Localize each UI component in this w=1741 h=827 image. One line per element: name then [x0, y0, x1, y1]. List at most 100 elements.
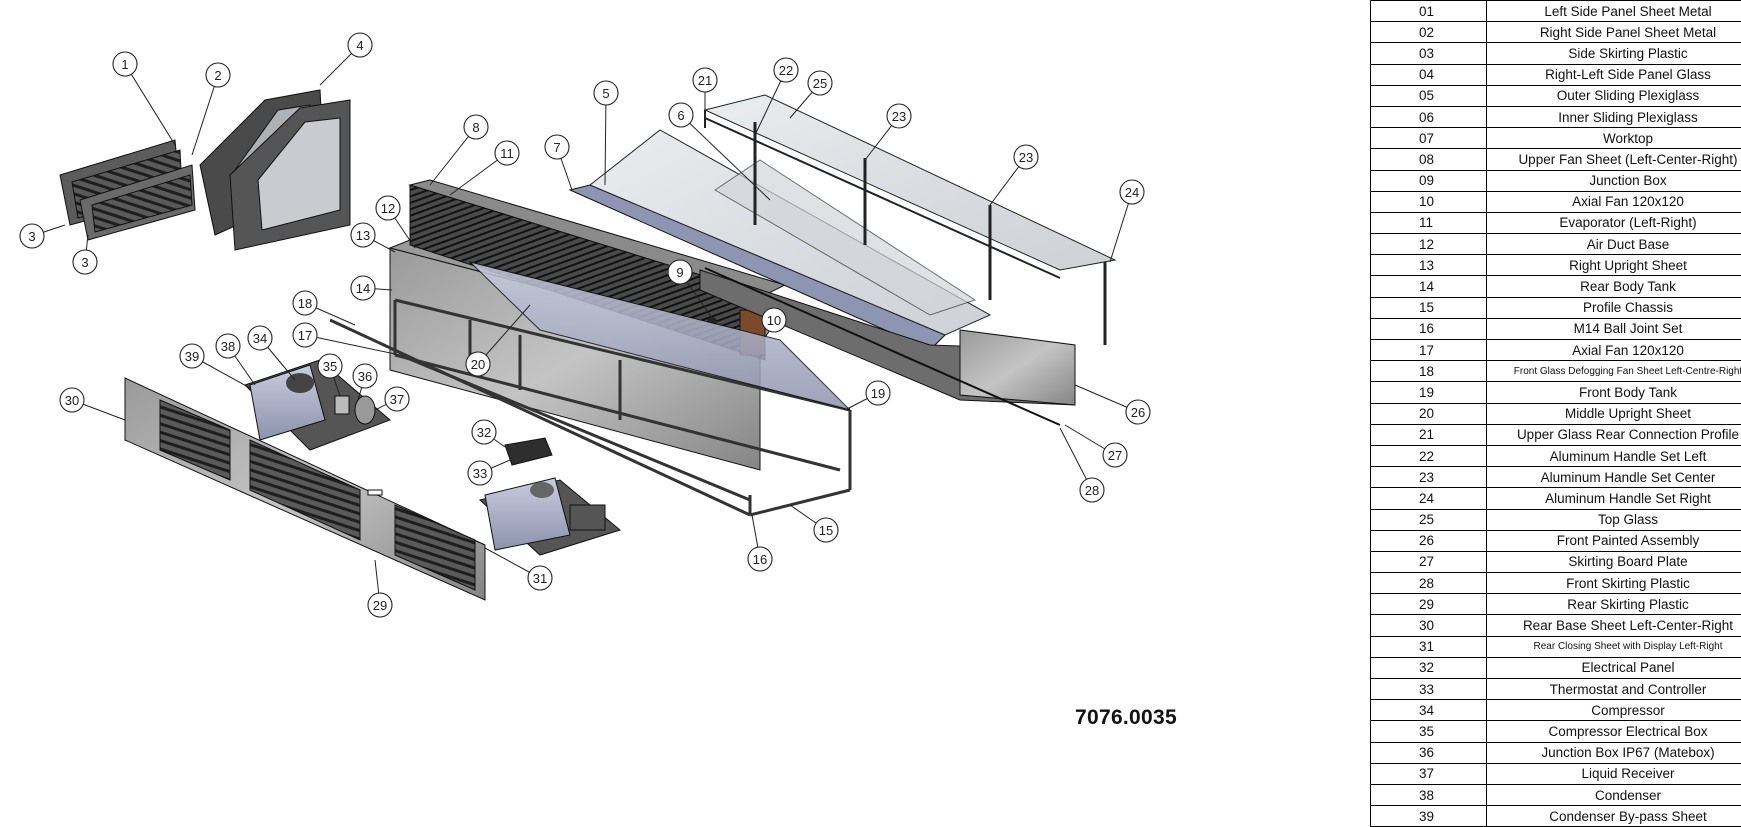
callout-bubble: 1 — [113, 52, 137, 76]
part-name: Liquid Receiver — [1487, 763, 1741, 784]
callout-label: 36 — [358, 369, 372, 384]
part-number: 30 — [1371, 615, 1487, 636]
callout-label: 1 — [121, 57, 128, 72]
callout-bubble: 3 — [20, 224, 44, 248]
callout-bubble: 18 — [293, 291, 317, 315]
part-number: 37 — [1371, 763, 1487, 784]
callout-label: 8 — [472, 120, 479, 135]
callout-label: 27 — [1108, 448, 1122, 463]
callout-label: 35 — [323, 359, 337, 374]
part-number: 35 — [1371, 721, 1487, 742]
callout-label: 7 — [553, 140, 560, 155]
callout-label: 29 — [373, 598, 387, 613]
exploded-assembly-drawing: 1233456789101112131415161718192021222323… — [0, 0, 1360, 823]
part-number: 10 — [1371, 191, 1487, 212]
part-name: Top Glass — [1487, 509, 1741, 530]
part-name: Rear Skirting Plastic — [1487, 594, 1741, 615]
side-panels-sheet-metal — [60, 140, 195, 240]
callout-bubble: 11 — [495, 141, 519, 165]
callout-label: 15 — [819, 523, 833, 538]
part-name: Axial Fan 120x120 — [1487, 191, 1741, 212]
callout-bubble: 31 — [528, 566, 552, 590]
part-name: Compressor Electrical Box — [1487, 721, 1741, 742]
part-number: 29 — [1371, 594, 1487, 615]
part-name: Right Upright Sheet — [1487, 255, 1741, 276]
callout-label: 37 — [390, 392, 404, 407]
part-number: 13 — [1371, 255, 1487, 276]
callout-label: 24 — [1125, 185, 1139, 200]
callout-label: 25 — [813, 76, 827, 91]
part-name: Air Duct Base — [1487, 234, 1741, 255]
callout-bubble: 19 — [866, 381, 890, 405]
callout-label: 26 — [1131, 405, 1145, 420]
callout-bubble: 33 — [468, 461, 492, 485]
callout-bubble: 30 — [60, 388, 84, 412]
callout-label: 3 — [28, 229, 35, 244]
callout-label: 31 — [533, 571, 547, 586]
part-number: 24 — [1371, 488, 1487, 509]
part-name: Junction Box — [1487, 170, 1741, 191]
part-number: 14 — [1371, 276, 1487, 297]
part-number: 16 — [1371, 318, 1487, 339]
callout-bubble: 32 — [472, 420, 496, 444]
part-number: 06 — [1371, 106, 1487, 127]
callout-label: 23 — [1019, 150, 1033, 165]
part-number: 23 — [1371, 467, 1487, 488]
callout-label: 16 — [753, 552, 767, 567]
callout-bubble: 28 — [1080, 478, 1104, 502]
part-number: 07 — [1371, 128, 1487, 149]
part-name: Middle Upright Sheet — [1487, 403, 1741, 424]
part-name: Compressor — [1487, 700, 1741, 721]
part-name: Condenser By-pass Sheet — [1487, 806, 1741, 827]
callout-bubble: 9 — [668, 260, 692, 284]
callout-bubble: 17 — [293, 323, 317, 347]
part-name: Left Side Panel Sheet Metal — [1487, 1, 1741, 22]
callout-label: 9 — [676, 265, 683, 280]
callout-bubble: 34 — [248, 326, 272, 350]
part-name: Worktop — [1487, 128, 1741, 149]
part-name: Aluminum Handle Set Center — [1487, 467, 1741, 488]
part-name: Front Glass Defogging Fan Sheet Left-Cen… — [1487, 361, 1741, 382]
drawing-code: 7076.0035 — [1075, 706, 1177, 730]
callout-label: 13 — [356, 228, 370, 243]
part-name: Aluminum Handle Set Left — [1487, 445, 1741, 466]
part-number: 04 — [1371, 64, 1487, 85]
part-name: Front Skirting Plastic — [1487, 573, 1741, 594]
part-number: 11 — [1371, 212, 1487, 233]
callout-bubble: 27 — [1103, 443, 1127, 467]
part-number: 22 — [1371, 445, 1487, 466]
part-name: Skirting Board Plate — [1487, 551, 1741, 572]
part-name: Rear Body Tank — [1487, 276, 1741, 297]
callout-bubble: 24 — [1120, 180, 1144, 204]
part-name: Profile Chassis — [1487, 297, 1741, 318]
callout-bubble: 25 — [808, 71, 832, 95]
part-number: 17 — [1371, 340, 1487, 361]
callout-bubble: 4 — [348, 33, 372, 57]
callout-bubble: 21 — [693, 68, 717, 92]
callout-label: 5 — [602, 86, 609, 101]
